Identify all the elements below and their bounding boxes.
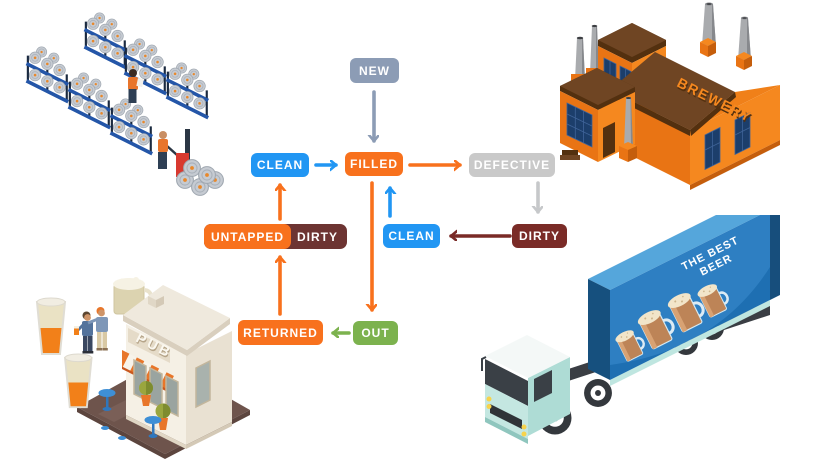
warehouse-icon bbox=[15, 5, 224, 196]
state-node-untapped-dirty: DIRTY UNTAPPED bbox=[204, 224, 347, 249]
state-node-clean-left: CLEAN bbox=[251, 153, 309, 177]
state-node-defective: DEFECTIVE bbox=[469, 153, 555, 177]
state-node-filled: FILLED bbox=[345, 152, 403, 176]
truck-cargo-box: THE BEST BEER bbox=[588, 199, 780, 386]
state-node-new: NEW bbox=[350, 58, 399, 83]
state-node-clean-center: CLEAN bbox=[383, 224, 440, 248]
beer-truck-icon: THE BEST BEER bbox=[481, 199, 780, 444]
potted-plant bbox=[139, 381, 171, 430]
worker-clipboard bbox=[128, 69, 144, 103]
pub-icon: PUB PUB bbox=[35, 277, 250, 459]
keg-stack bbox=[176, 159, 224, 196]
chimney-large bbox=[700, 2, 752, 70]
truck-illustration: THE BEST BEER bbox=[470, 199, 810, 467]
pub-patrons bbox=[74, 307, 108, 354]
state-node-out: OUT bbox=[353, 321, 398, 345]
pub-illustration: PUB PUB bbox=[10, 262, 260, 467]
chimney-center bbox=[619, 97, 637, 162]
state-node-dirty-right: DIRTY bbox=[512, 224, 567, 248]
warehouse-illustration bbox=[15, 5, 250, 205]
truck-cab bbox=[481, 335, 570, 444]
state-node-untapped: UNTAPPED bbox=[204, 224, 291, 249]
pub-table bbox=[98, 389, 162, 438]
beer-glass bbox=[35, 297, 93, 409]
brewery-illustration: BREWERY BREWERY bbox=[540, 0, 812, 203]
state-node-returned: RETURNED bbox=[238, 320, 323, 345]
truck-wheel bbox=[584, 379, 612, 407]
brewery-icon: BREWERY BREWERY bbox=[560, 2, 780, 190]
state-node-untapped-dirty-label: DIRTY bbox=[297, 229, 338, 244]
